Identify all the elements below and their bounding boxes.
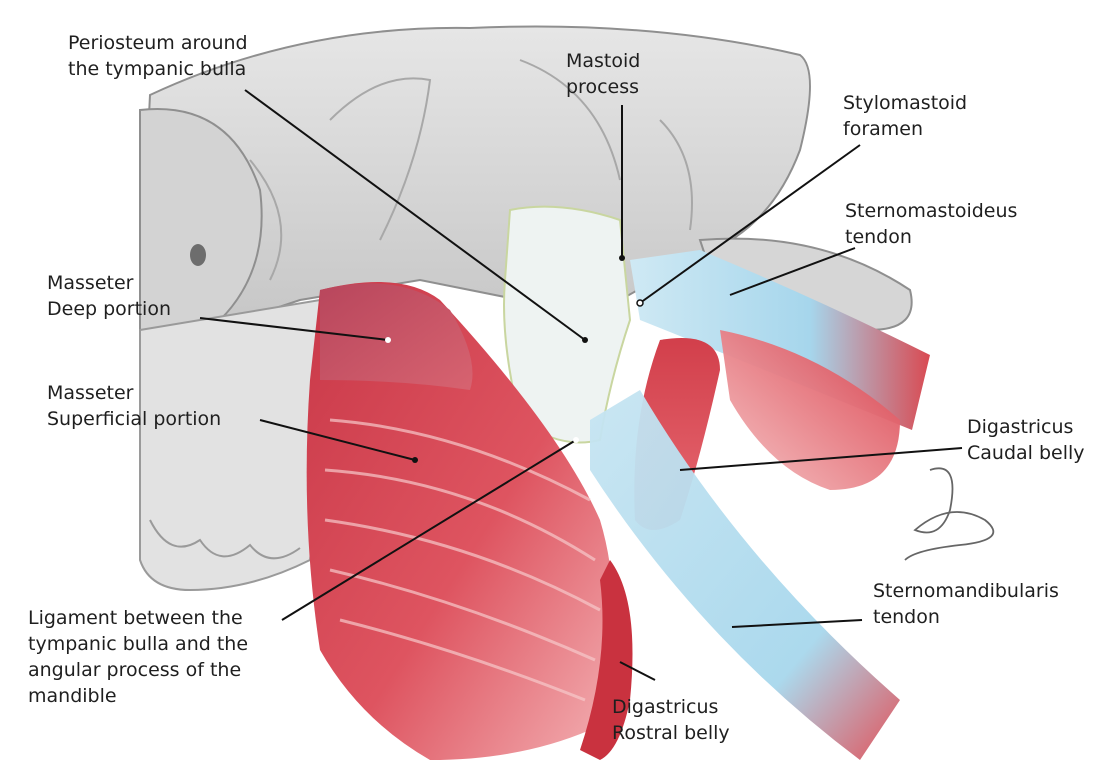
label-masseter-superficial: Masseter Superficial portion bbox=[47, 380, 221, 432]
label-mastoid-process: Mastoid process bbox=[566, 48, 640, 100]
label-periosteum: Periosteum around the tympanic bulla bbox=[68, 30, 248, 82]
label-masseter-deep: Masseter Deep portion bbox=[47, 270, 171, 322]
label-sternomastoideus-tendon: Sternomastoideus tendon bbox=[845, 198, 1017, 250]
masseter-deep bbox=[320, 283, 473, 390]
label-sternomandibularis-tendon: Sternomandibularis tendon bbox=[873, 578, 1059, 630]
label-stylomastoid-foramen: Stylomastoid foramen bbox=[843, 90, 967, 142]
label-digastricus-rostral: Digastricus Rostral belly bbox=[612, 694, 730, 746]
skull-maxilla bbox=[140, 300, 323, 590]
label-ligament: Ligament between the tympanic bulla and … bbox=[28, 605, 248, 709]
artist-signature bbox=[905, 468, 993, 560]
skull-foramen-3 bbox=[190, 244, 206, 266]
label-digastricus-caudal: Digastricus Caudal belly bbox=[967, 414, 1085, 466]
